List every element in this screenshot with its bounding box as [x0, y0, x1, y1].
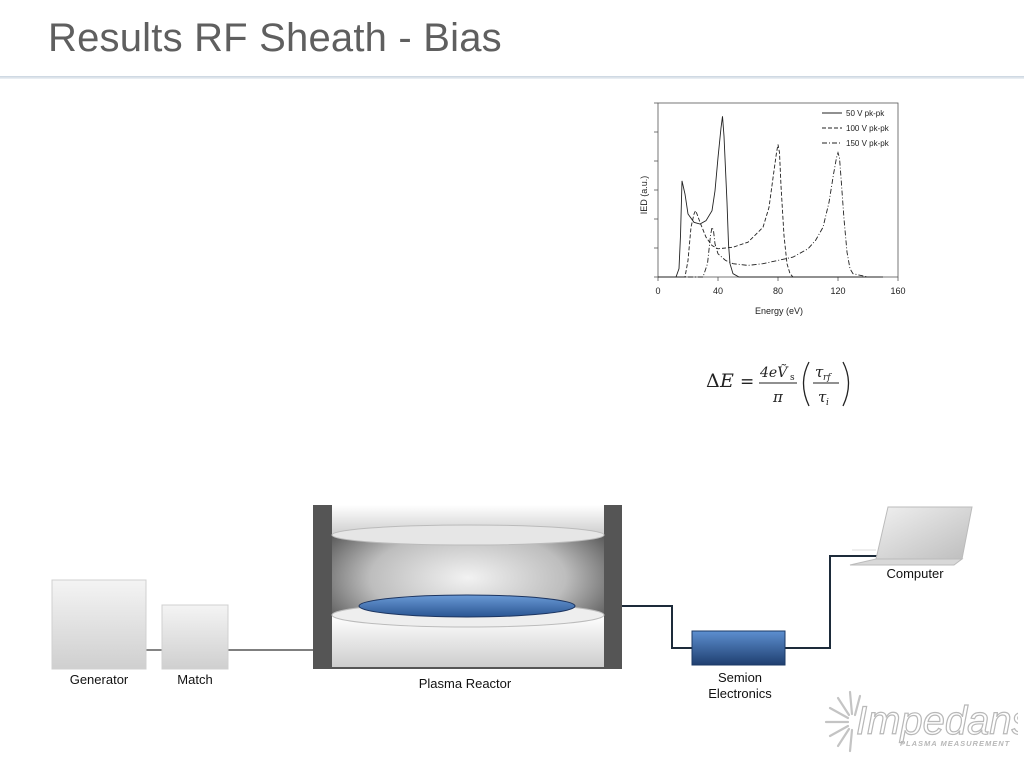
logo-wordmark: Impedans: [856, 699, 1018, 743]
legend-label: 50 V pk-pk: [846, 109, 885, 118]
semion-electronics-box: [691, 630, 786, 666]
ied-chart: 0 40 80 120 160 50 V pk-pk 100 V pk-pk 150 V p…: [630, 95, 920, 325]
formula-denominator: π: [772, 388, 784, 406]
legend-label: 150 V pk-pk: [846, 139, 890, 148]
x-tick-label: 80: [773, 286, 783, 296]
chart-legend: 50 V pk-pk 100 V pk-pk 150 V pk-pk: [822, 109, 890, 148]
match-box: [161, 604, 229, 670]
formula-numerator: 4eṼ: [759, 363, 789, 381]
series-layer: [658, 116, 883, 278]
series-line-2: [658, 144, 883, 278]
logo-tagline: PLASMA MEASUREMENT: [900, 739, 1011, 748]
series-line-1: [658, 116, 883, 278]
ied-chart-svg: 0 40 80 120 160 50 V pk-pk 100 V pk-pk 150 V p…: [639, 102, 906, 316]
match-label: Match: [177, 672, 213, 687]
generator-label: Generator: [69, 672, 129, 687]
x-tick-label: 0: [655, 286, 660, 296]
wire-electrode-semion: [574, 605, 692, 649]
formula-tau-top-sub: rf: [823, 373, 832, 383]
formula-left-paren: [802, 361, 810, 407]
generator-box: [51, 579, 147, 670]
wire-semion-computer: [785, 555, 880, 649]
formula-energy: E: [719, 370, 734, 392]
logo-burst-icon: [824, 690, 862, 753]
y-ticks: [654, 102, 658, 278]
formula-delta: Δ: [706, 370, 720, 392]
energy-spread-formula: Δ E = 4eṼ s π τ rf τ i: [706, 352, 856, 412]
semion-label-line1: Semion: [717, 670, 763, 685]
y-axis-label: IED (a.u.): [639, 176, 649, 215]
title-divider: [0, 76, 1024, 79]
semion-label-line2: Electronics: [708, 686, 772, 701]
bias-electrode: [358, 594, 576, 618]
computer-label: Computer: [886, 566, 944, 581]
formula-tau-top: τ: [815, 363, 824, 381]
series-line-3: [658, 151, 883, 278]
setup-diagram: Generator Match Plasma Reactor Semion El…: [0, 495, 1024, 768]
x-tick-label: 40: [713, 286, 723, 296]
x-tick-label: 160: [890, 286, 905, 296]
formula-numerator-sub: s: [790, 373, 795, 383]
legend-label: 100 V pk-pk: [846, 124, 890, 133]
x-tick-label: 120: [830, 286, 845, 296]
x-ticks: 0 40 80 120 160: [655, 277, 906, 296]
x-axis-label: Energy (eV): [755, 306, 803, 316]
plasma-reactor: [313, 505, 622, 669]
reactor-label: Plasma Reactor: [418, 676, 512, 691]
formula-tau-bottom: τ: [818, 388, 827, 406]
impedans-logo: Impedans PLASMA MEASUREMENT: [818, 688, 1024, 758]
formula-right-paren: [842, 361, 850, 407]
formula-equals: =: [740, 372, 754, 392]
slide-title: Results RF Sheath - Bias: [48, 16, 502, 60]
computer-laptop: [849, 506, 973, 566]
formula-tau-bottom-sub: i: [826, 398, 829, 408]
